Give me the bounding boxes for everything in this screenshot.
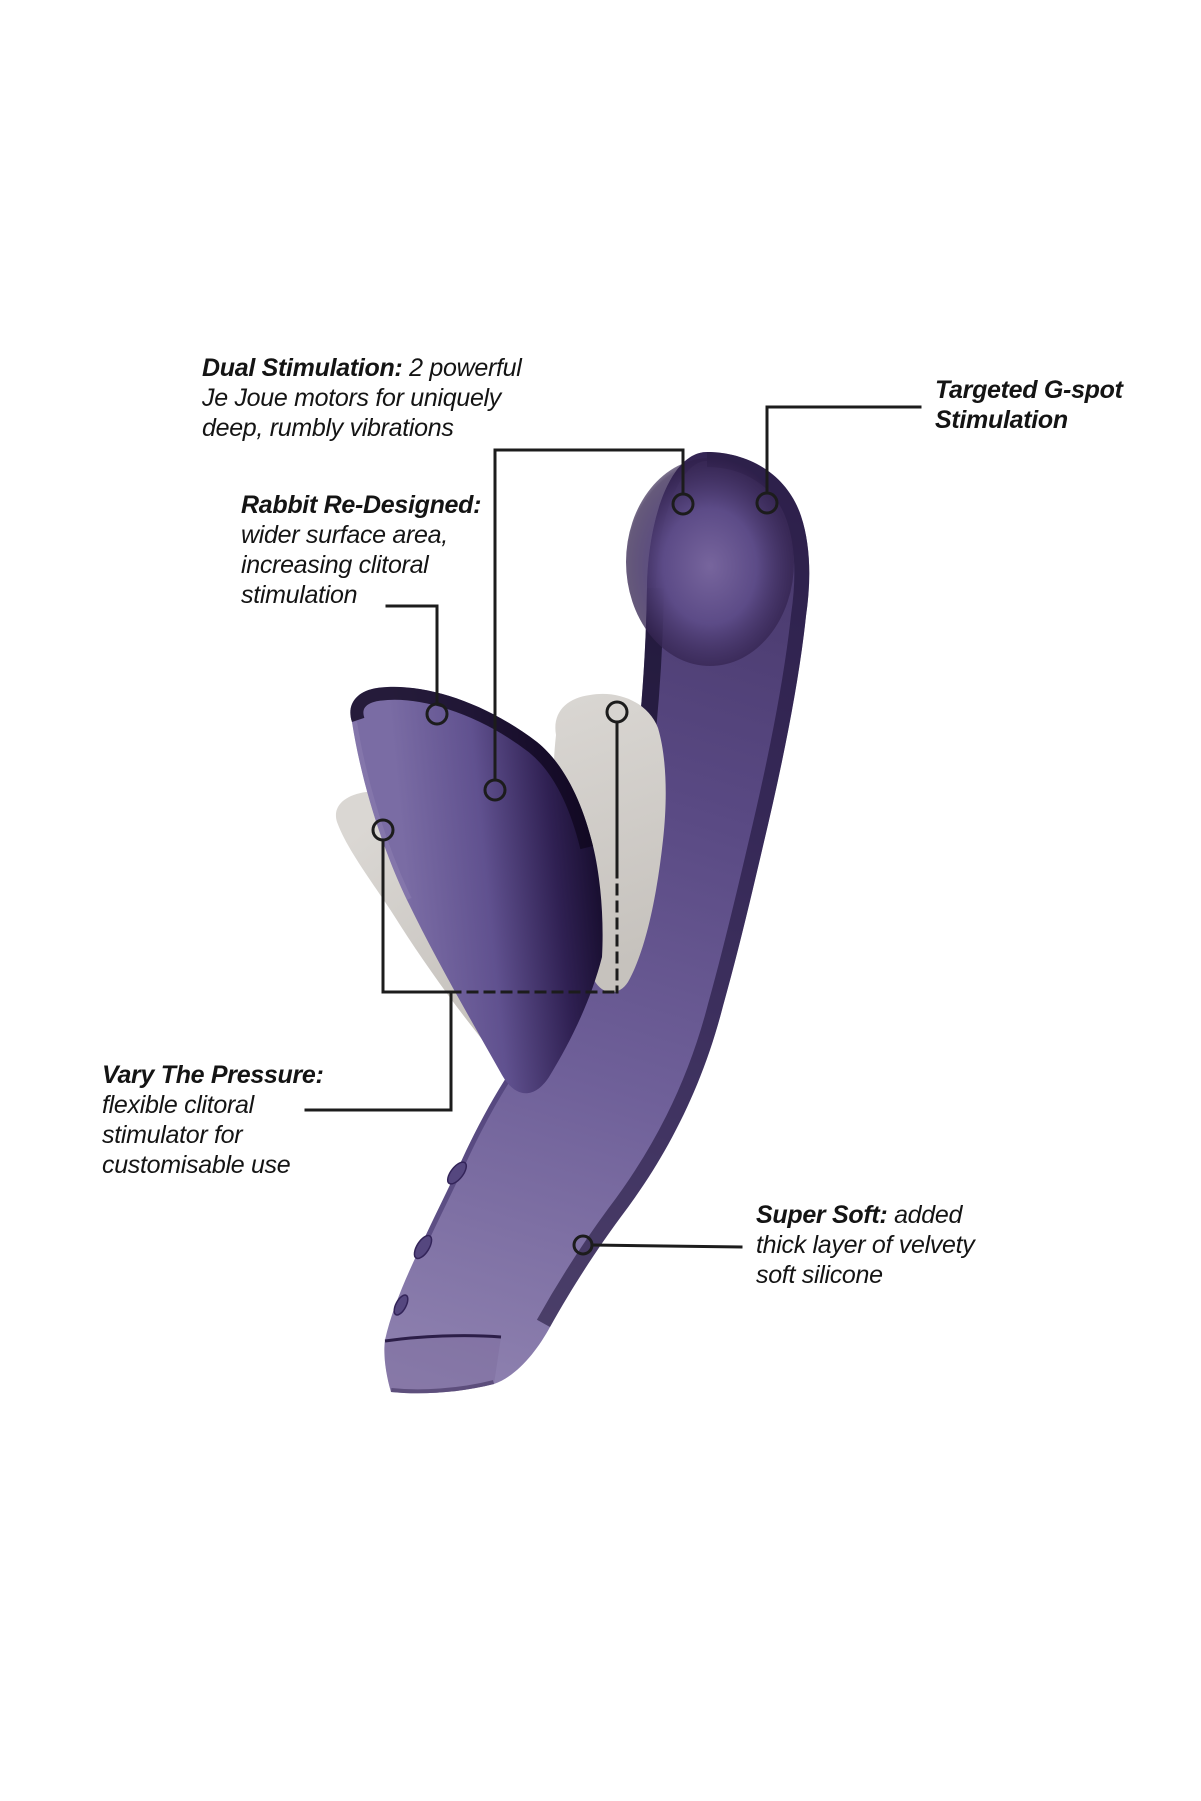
annotation-targeted-gspot: Targeted G-spot Stimulation (935, 375, 1123, 435)
callout-marker-ghost-right (605, 700, 629, 724)
annotation-soft-label: Super Soft: (756, 1201, 888, 1229)
gspot-head-highlight (626, 458, 794, 666)
handle-bottom-cap (384, 1335, 501, 1394)
annotation-dual-line3: deep, rumbly vibrations (202, 414, 454, 442)
annotation-soft-line3: soft silicone (756, 1261, 883, 1289)
callout-marker-motor-shaft (671, 492, 695, 516)
annotation-gspot-line1: Targeted G-spot (935, 376, 1123, 404)
callout-marker-gspot (755, 491, 779, 515)
annotation-soft-line2: thick layer of velvety (756, 1231, 975, 1259)
annotation-rabbit-redesigned: Rabbit Re-Designed: wider surface area, … (241, 490, 481, 610)
annotation-soft-line1: added (894, 1201, 963, 1229)
annotation-vary-label: Vary The Pressure: (102, 1061, 324, 1089)
annotation-vary-line4: customisable use (102, 1151, 291, 1179)
callout-line-vary-left (381, 839, 453, 994)
annotation-dual-stimulation: Dual Stimulation: 2 powerful Je Joue mot… (202, 353, 522, 443)
annotation-dual-line1: 2 powerful (409, 354, 522, 382)
annotation-vary-line3: stimulator for (102, 1121, 243, 1149)
callout-line-vary-bracket (304, 990, 453, 1112)
callout-line-soft (591, 1243, 743, 1249)
callout-marker-ghost-left (371, 818, 395, 842)
callout-marker-motor-arm (483, 778, 507, 802)
callout-marker-rabbit-tip (425, 702, 449, 726)
annotation-vary-line2: flexible clitoral (102, 1091, 254, 1119)
annotation-dual-line2: Je Joue motors for uniquely (202, 384, 502, 412)
annotation-vary-pressure: Vary The Pressure: flexible clitoral sti… (102, 1060, 324, 1180)
callout-lines (304, 405, 922, 1249)
callout-line-gspot (765, 405, 922, 494)
callout-marker-soft (572, 1234, 594, 1256)
callout-line-dual (493, 448, 685, 781)
callout-line-rabbit (385, 604, 439, 705)
control-buttons (393, 1161, 468, 1316)
annotation-gspot-line2: Stimulation (935, 406, 1068, 434)
annotation-rabbit-line4: stimulation (241, 581, 358, 609)
handle-seam (384, 1334, 502, 1343)
annotation-rabbit-line2: wider surface area, (241, 521, 448, 549)
annotation-dual-label: Dual Stimulation: (202, 354, 403, 382)
annotation-super-soft: Super Soft: added thick layer of velvety… (756, 1200, 975, 1290)
callout-markers (371, 491, 779, 1256)
annotation-rabbit-label: Rabbit Re-Designed: (241, 491, 482, 519)
annotation-rabbit-line3: increasing clitoral (241, 551, 429, 579)
